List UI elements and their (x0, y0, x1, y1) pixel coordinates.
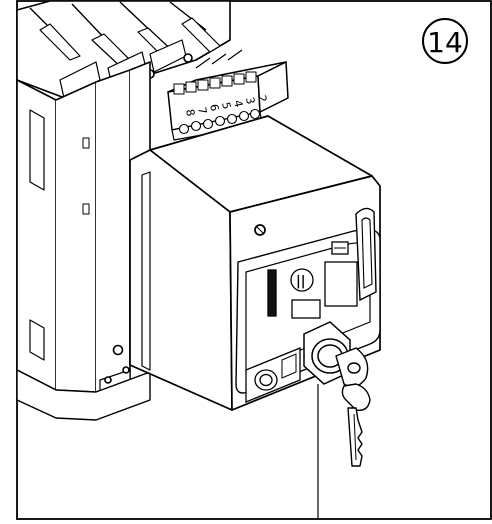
step-number: 14 (427, 26, 463, 59)
selector-symbol: || (296, 274, 306, 289)
terminal-number: 6 (207, 103, 221, 113)
terminal-number: 3 (243, 96, 257, 106)
terminal-block (167, 49, 289, 141)
terminal-number: 2 (255, 94, 269, 104)
manual-selector (267, 241, 358, 319)
terminal-number: 8 (183, 108, 197, 118)
terminal-number: 5 (219, 101, 233, 111)
key-icon (335, 347, 371, 467)
key-lock (303, 321, 351, 385)
breaker-body (16, 0, 231, 421)
lower-recess (245, 347, 301, 403)
terminal-numbers: 8 7 6 5 4 3 2 (183, 94, 269, 118)
terminal-number: 4 (231, 99, 245, 109)
right-latch (355, 207, 377, 302)
step-number-badge: 14 (422, 18, 468, 64)
terminal-number: 7 (195, 106, 209, 116)
